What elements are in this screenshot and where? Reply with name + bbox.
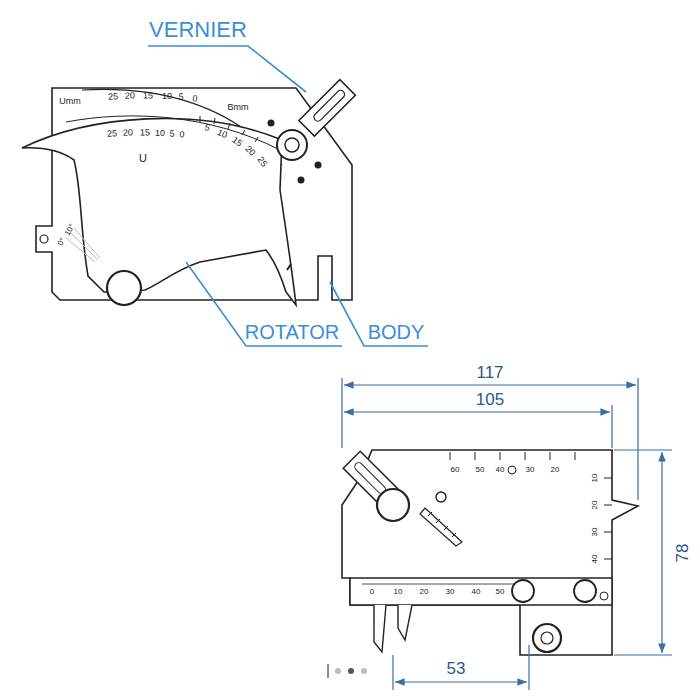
- scale-number: 30: [446, 588, 455, 596]
- scale-letter: U: [139, 153, 147, 164]
- scale-number: 40: [496, 466, 505, 474]
- scale-number: 10: [155, 129, 165, 138]
- scale-number: 15: [140, 128, 150, 137]
- scale-number: 20: [420, 588, 429, 596]
- scale-number: 25: [108, 92, 118, 102]
- scale-number: 25: [107, 129, 117, 139]
- scale-number: 60: [451, 466, 460, 474]
- scale-number: 20: [123, 128, 133, 137]
- scale-number: 5: [169, 129, 174, 138]
- dimension: 117: [474, 364, 505, 381]
- scale-number: 30: [591, 528, 599, 537]
- scale-number: 40: [591, 555, 599, 564]
- scale-number: 10: [162, 92, 172, 101]
- part-name: ROTATOR: [245, 322, 339, 342]
- scale-number: 20: [551, 466, 560, 474]
- scale-number: 20: [125, 91, 135, 100]
- part-name: BODY: [368, 322, 425, 342]
- dimension: 53: [445, 660, 468, 677]
- scale-number: 20: [591, 501, 599, 510]
- scale-unit: Umm: [59, 97, 81, 106]
- dimension: 105: [474, 391, 506, 408]
- scale-number: 10: [591, 474, 599, 483]
- dimension: 78: [674, 542, 691, 565]
- scale-number: 5: [178, 92, 183, 101]
- scale-number: 0: [370, 588, 374, 596]
- scale-number: 10: [394, 588, 403, 596]
- scale-number: 30: [526, 466, 535, 474]
- part-name: VERNIER: [149, 19, 247, 41]
- scale-unit: Bmm: [228, 103, 249, 112]
- scale-number: 0: [192, 94, 198, 103]
- scale-number: 40: [472, 588, 481, 596]
- scale-number: 0: [179, 130, 185, 139]
- scale-number: 15: [143, 91, 153, 100]
- scale-number: 50: [496, 588, 505, 596]
- scale-number: 50: [476, 466, 485, 474]
